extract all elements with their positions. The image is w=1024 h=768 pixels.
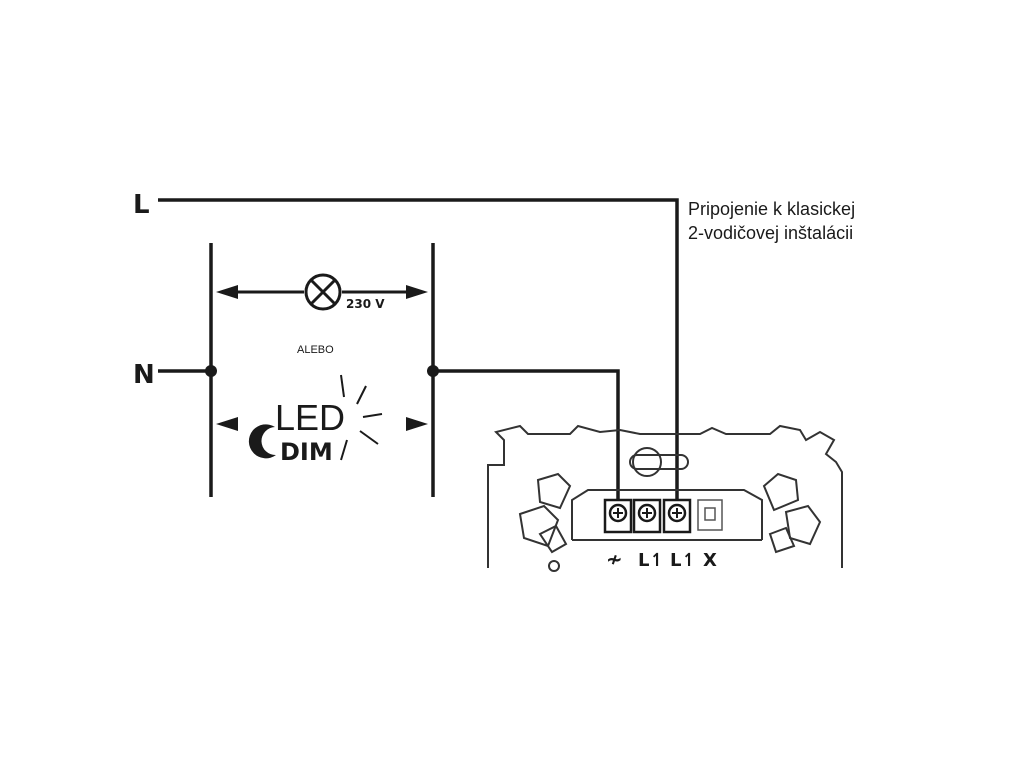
screw-terminal-icon: [632, 498, 662, 534]
terminal-label-3: L↿: [670, 550, 697, 571]
screw-terminal-icon: [603, 498, 633, 534]
led-rays: [340, 374, 383, 461]
voltage-label: 230 V: [346, 297, 385, 311]
wire-load-out: [433, 369, 620, 512]
led-arrowhead-left: [216, 417, 238, 431]
terminal-block: [603, 498, 723, 534]
arrowhead-right: [406, 285, 428, 299]
right-clips: [762, 472, 822, 554]
label-n: N: [133, 360, 155, 390]
led-label: LED: [275, 397, 345, 438]
caption-line-2: 2-vodičovej inštalácii: [688, 223, 853, 243]
terminal-label-4: X: [703, 550, 717, 571]
led-dim-icon: LED DIM: [248, 374, 383, 466]
terminal-label-1: ≁: [606, 547, 623, 571]
terminal-label-2: L↿: [638, 550, 665, 571]
label-l: L: [133, 190, 150, 220]
left-clips: [518, 472, 572, 572]
lamp-icon: [304, 273, 342, 311]
dim-crescent: [248, 424, 276, 459]
led-arrowhead-right: [406, 417, 428, 431]
alebo-label: ALEBO: [297, 344, 334, 356]
arrowhead-left: [216, 285, 238, 299]
unused-terminal: [697, 499, 723, 531]
wire-l: [158, 198, 679, 512]
dimmer-module-outline: [487, 424, 843, 572]
screw-terminal-icon: [662, 498, 692, 534]
dim-label: DIM: [280, 438, 333, 466]
caption-line-1: Pripojenie k klasickej: [688, 199, 855, 219]
mounting-hole-icon: [632, 447, 662, 477]
